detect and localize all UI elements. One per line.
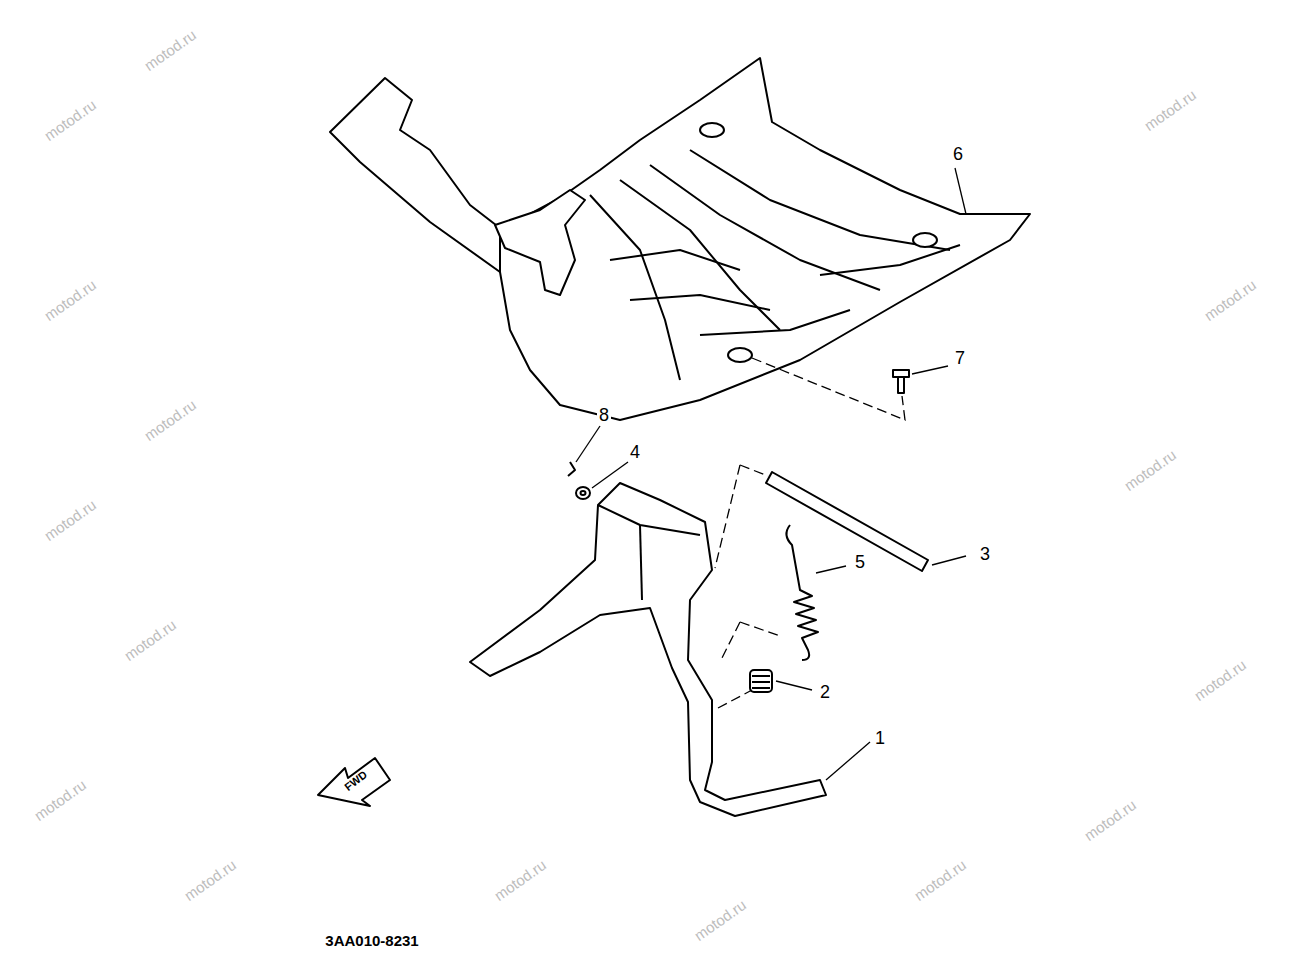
callout-number: 4 (628, 442, 642, 462)
footboard-bracket (495, 190, 585, 295)
center-stand (470, 483, 826, 816)
callout-number: 7 (953, 348, 967, 368)
spring (786, 525, 818, 660)
watermark: motod.ru (41, 277, 98, 323)
watermark: motod.ru (141, 397, 198, 443)
shaft (766, 472, 928, 571)
watermark: motod.ru (141, 27, 198, 73)
callout-number: 2 (818, 682, 832, 702)
watermark: motod.ru (41, 497, 98, 543)
stopper (750, 670, 772, 692)
watermark: motod.ru (41, 97, 98, 143)
watermark: motod.ru (1201, 277, 1258, 323)
watermark: motod.ru (911, 857, 968, 903)
callout-number: 1 (873, 728, 887, 748)
callout-number: 3 (978, 544, 992, 564)
footboard-body (500, 58, 1030, 420)
bolt-head (893, 370, 909, 377)
callout-number: 5 (853, 552, 867, 572)
watermark: motod.ru (181, 857, 238, 903)
watermark: motod.ru (691, 897, 748, 943)
watermark: motod.ru (1141, 87, 1198, 133)
watermark: motod.ru (1081, 797, 1138, 843)
watermark: motod.ru (491, 857, 548, 903)
watermark: motod.ru (1191, 657, 1248, 703)
watermark: motod.ru (121, 617, 178, 663)
fwd-arrow (318, 758, 390, 806)
callout-number: 6 (951, 144, 965, 164)
watermark: motod.ru (31, 777, 88, 823)
bolt-shank (898, 377, 904, 393)
callout-number: 8 (597, 405, 611, 425)
drawing-code: 3AA010-8231 (325, 933, 418, 948)
watermark: motod.ru (1121, 447, 1178, 493)
